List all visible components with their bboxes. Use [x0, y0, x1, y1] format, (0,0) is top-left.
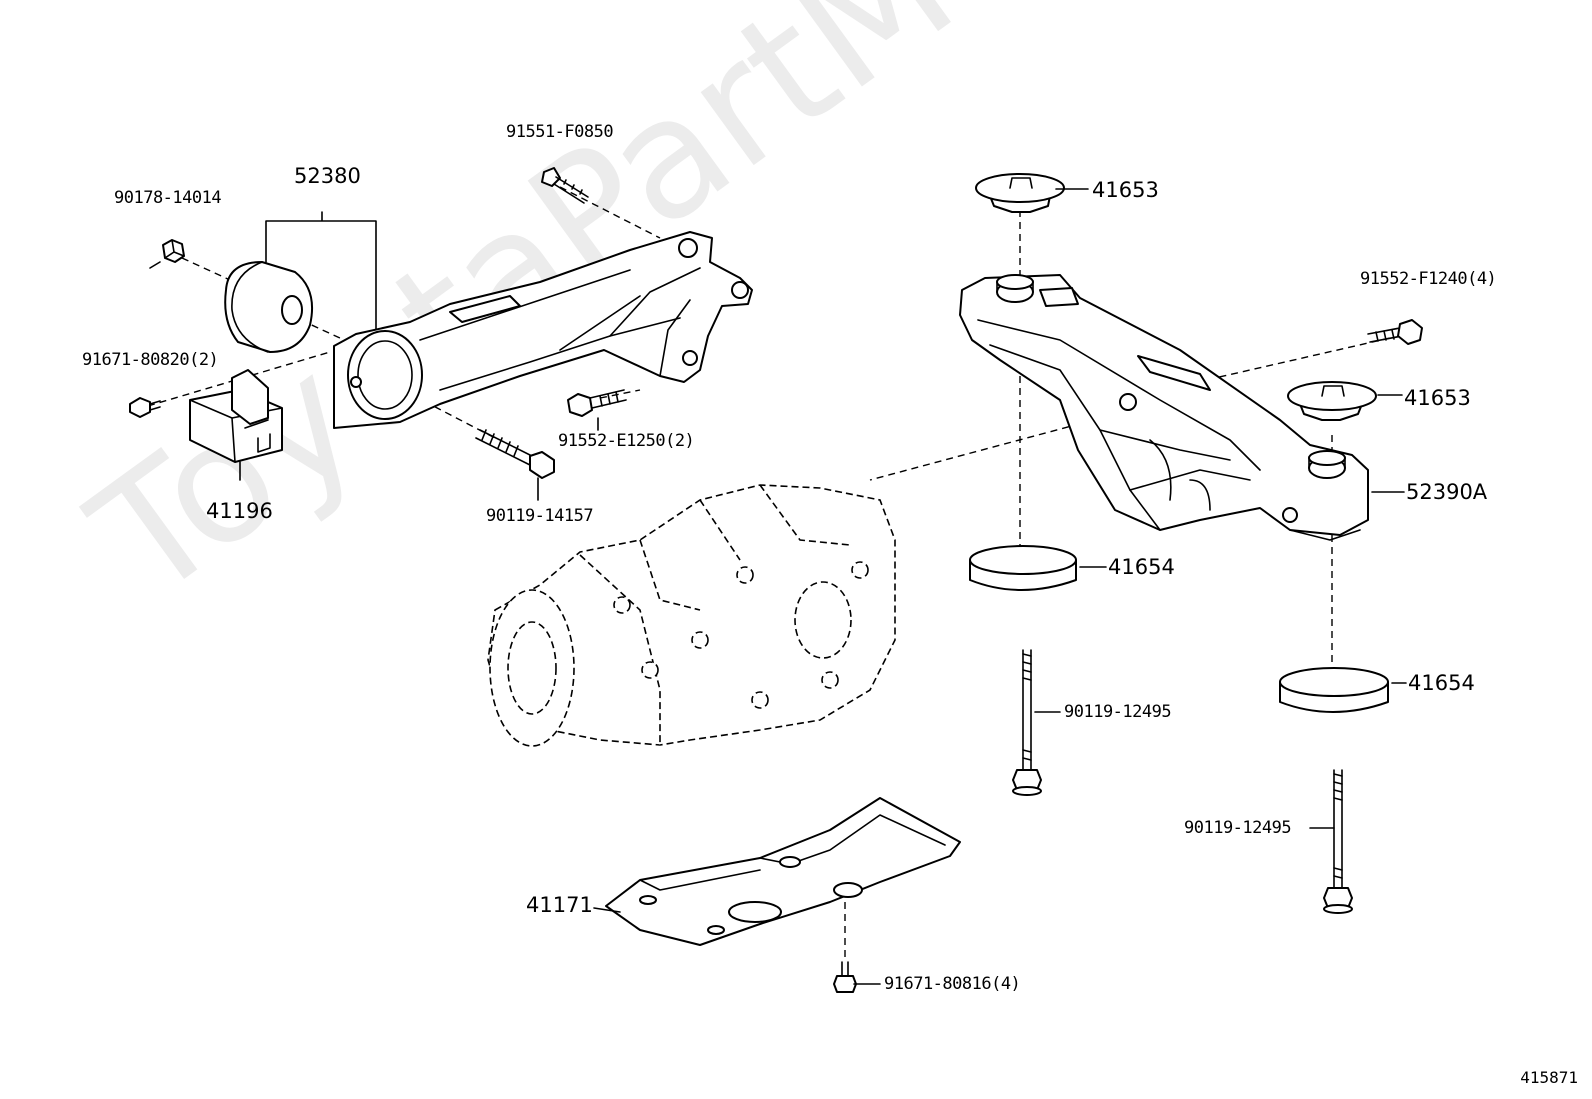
insulator-41653-upper [975, 173, 1065, 213]
label-41653-lower: 41653 [1404, 386, 1471, 410]
label-91551-F0850: 91551-F0850 [506, 122, 614, 142]
bolt-90119-12495-right [1323, 769, 1353, 914]
label-91671-80820: 91671-80820(2) [82, 350, 219, 370]
label-52380: 52380 [294, 164, 361, 188]
crossmember-52390A [959, 274, 1369, 541]
differential-mount-arm [333, 231, 753, 429]
label-52390A: 52390A [1406, 480, 1488, 504]
label-90178-14014: 90178-14014 [114, 188, 222, 208]
bolt-91671-80820 [129, 397, 161, 418]
cover-plate-41171 [605, 797, 961, 946]
insulator-41653-lower [1287, 381, 1377, 421]
differential-assembly-phantom [487, 484, 896, 747]
label-90119-12495-right: 90119-12495 [1184, 818, 1292, 838]
label-90119-12495-left: 90119-12495 [1064, 702, 1172, 722]
label-leaders [149, 188, 1407, 985]
label-41653-upper: 41653 [1092, 178, 1159, 202]
label-91671-80816: 91671-80816(4) [884, 974, 1021, 994]
bushing-52380 [224, 261, 314, 353]
insulator-41654-right [1279, 667, 1389, 713]
label-41171: 41171 [526, 893, 593, 917]
group-bracket-52380 [265, 211, 377, 331]
bolt-90119-12495-left [1012, 649, 1042, 796]
stopper-41196 [189, 369, 283, 463]
insulator-41654-left [969, 545, 1077, 591]
label-91552-E1250: 91552-E1250(2) [558, 431, 695, 451]
bolt-91552-F1240 [1367, 319, 1423, 345]
figure-reference-number: 415871 [1520, 1068, 1578, 1087]
label-41654-right: 41654 [1408, 671, 1475, 695]
label-91552-F1240: 91552-F1240(4) [1360, 269, 1497, 289]
label-41654-left: 41654 [1108, 555, 1175, 579]
bolt-91551-F0850 [541, 167, 589, 204]
label-41196: 41196 [206, 499, 273, 523]
bolt-91552-E1250 [567, 389, 627, 417]
bolt-90119-14157 [475, 429, 555, 479]
nut-90178-14014 [162, 239, 185, 263]
label-90119-14157: 90119-14157 [486, 506, 594, 526]
bolt-91671-80816 [833, 961, 857, 993]
